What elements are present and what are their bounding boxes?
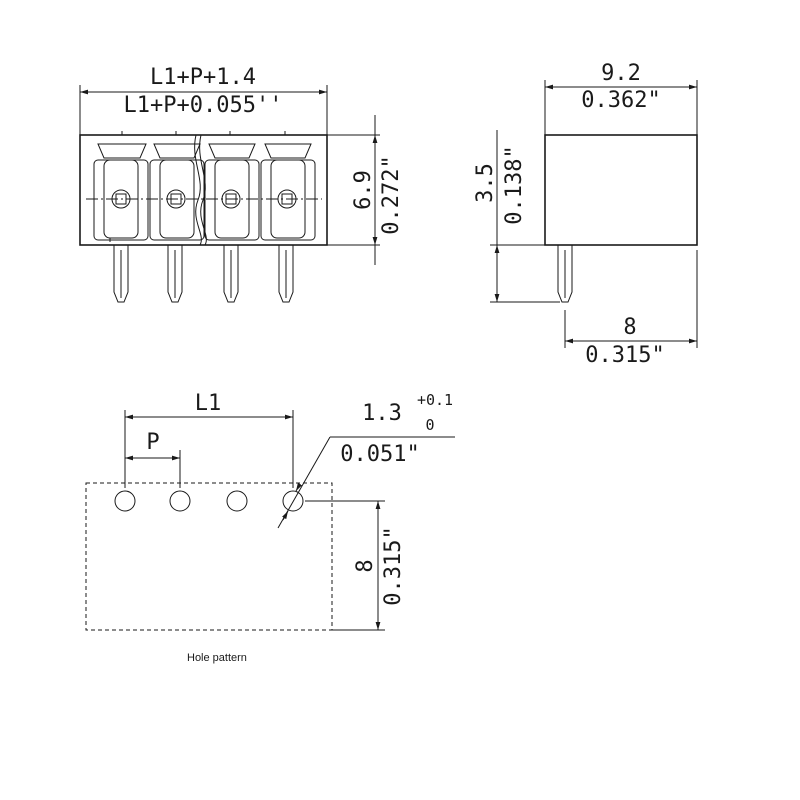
front-height-mm: 6.9 xyxy=(351,170,376,210)
pin xyxy=(167,245,183,303)
side-width-in: 0.362" xyxy=(581,88,660,113)
front-height-in: 0.272" xyxy=(379,155,404,234)
hole xyxy=(226,490,248,512)
front-width-mm: L1+P+1.4 xyxy=(150,65,256,90)
hole-pattern-caption: Hole pattern xyxy=(187,652,247,664)
pin xyxy=(278,245,294,303)
break-line xyxy=(194,134,202,246)
front-width-in: L1+P+0.055'' xyxy=(124,93,283,118)
hole-tolerance-plus: +0.1 xyxy=(417,391,453,409)
side-view: 9.2 0.362" 3.5 0.138" 8 0.315" xyxy=(473,61,698,368)
connector-body xyxy=(79,134,328,246)
pin xyxy=(113,245,129,303)
hole xyxy=(169,490,191,512)
l1-label: L1 xyxy=(195,391,222,416)
p-label: P xyxy=(146,430,159,455)
side-width-mm: 9.2 xyxy=(601,61,641,86)
front-view: L1+P+1.4 L1+P+0.055'' xyxy=(79,65,404,303)
hole-pattern: L1 P 1.3 +0.1 0 0.051" 8 0.315" Hole pat… xyxy=(85,391,455,664)
terminal-slot xyxy=(93,143,149,242)
hole xyxy=(282,490,304,512)
pin xyxy=(223,245,239,303)
hole-diameter-mm: 1.3 xyxy=(362,401,402,426)
side-pin-in: 0.315" xyxy=(585,343,664,368)
footprint-outline xyxy=(85,482,333,631)
side-pin xyxy=(557,245,573,303)
side-pin-mm: 8 xyxy=(623,315,636,340)
hole xyxy=(114,490,136,512)
hole-height-mm: 8 xyxy=(353,559,378,572)
side-height-mm: 3.5 xyxy=(473,163,498,203)
terminal-slot xyxy=(260,143,316,241)
hole-tolerance-zero: 0 xyxy=(425,416,434,434)
terminal-slot xyxy=(204,143,260,241)
side-body xyxy=(544,134,698,246)
hole-height-in: 0.315" xyxy=(381,526,406,605)
side-height-in: 0.138" xyxy=(502,145,527,224)
hole-diameter-in: 0.051" xyxy=(340,442,419,467)
